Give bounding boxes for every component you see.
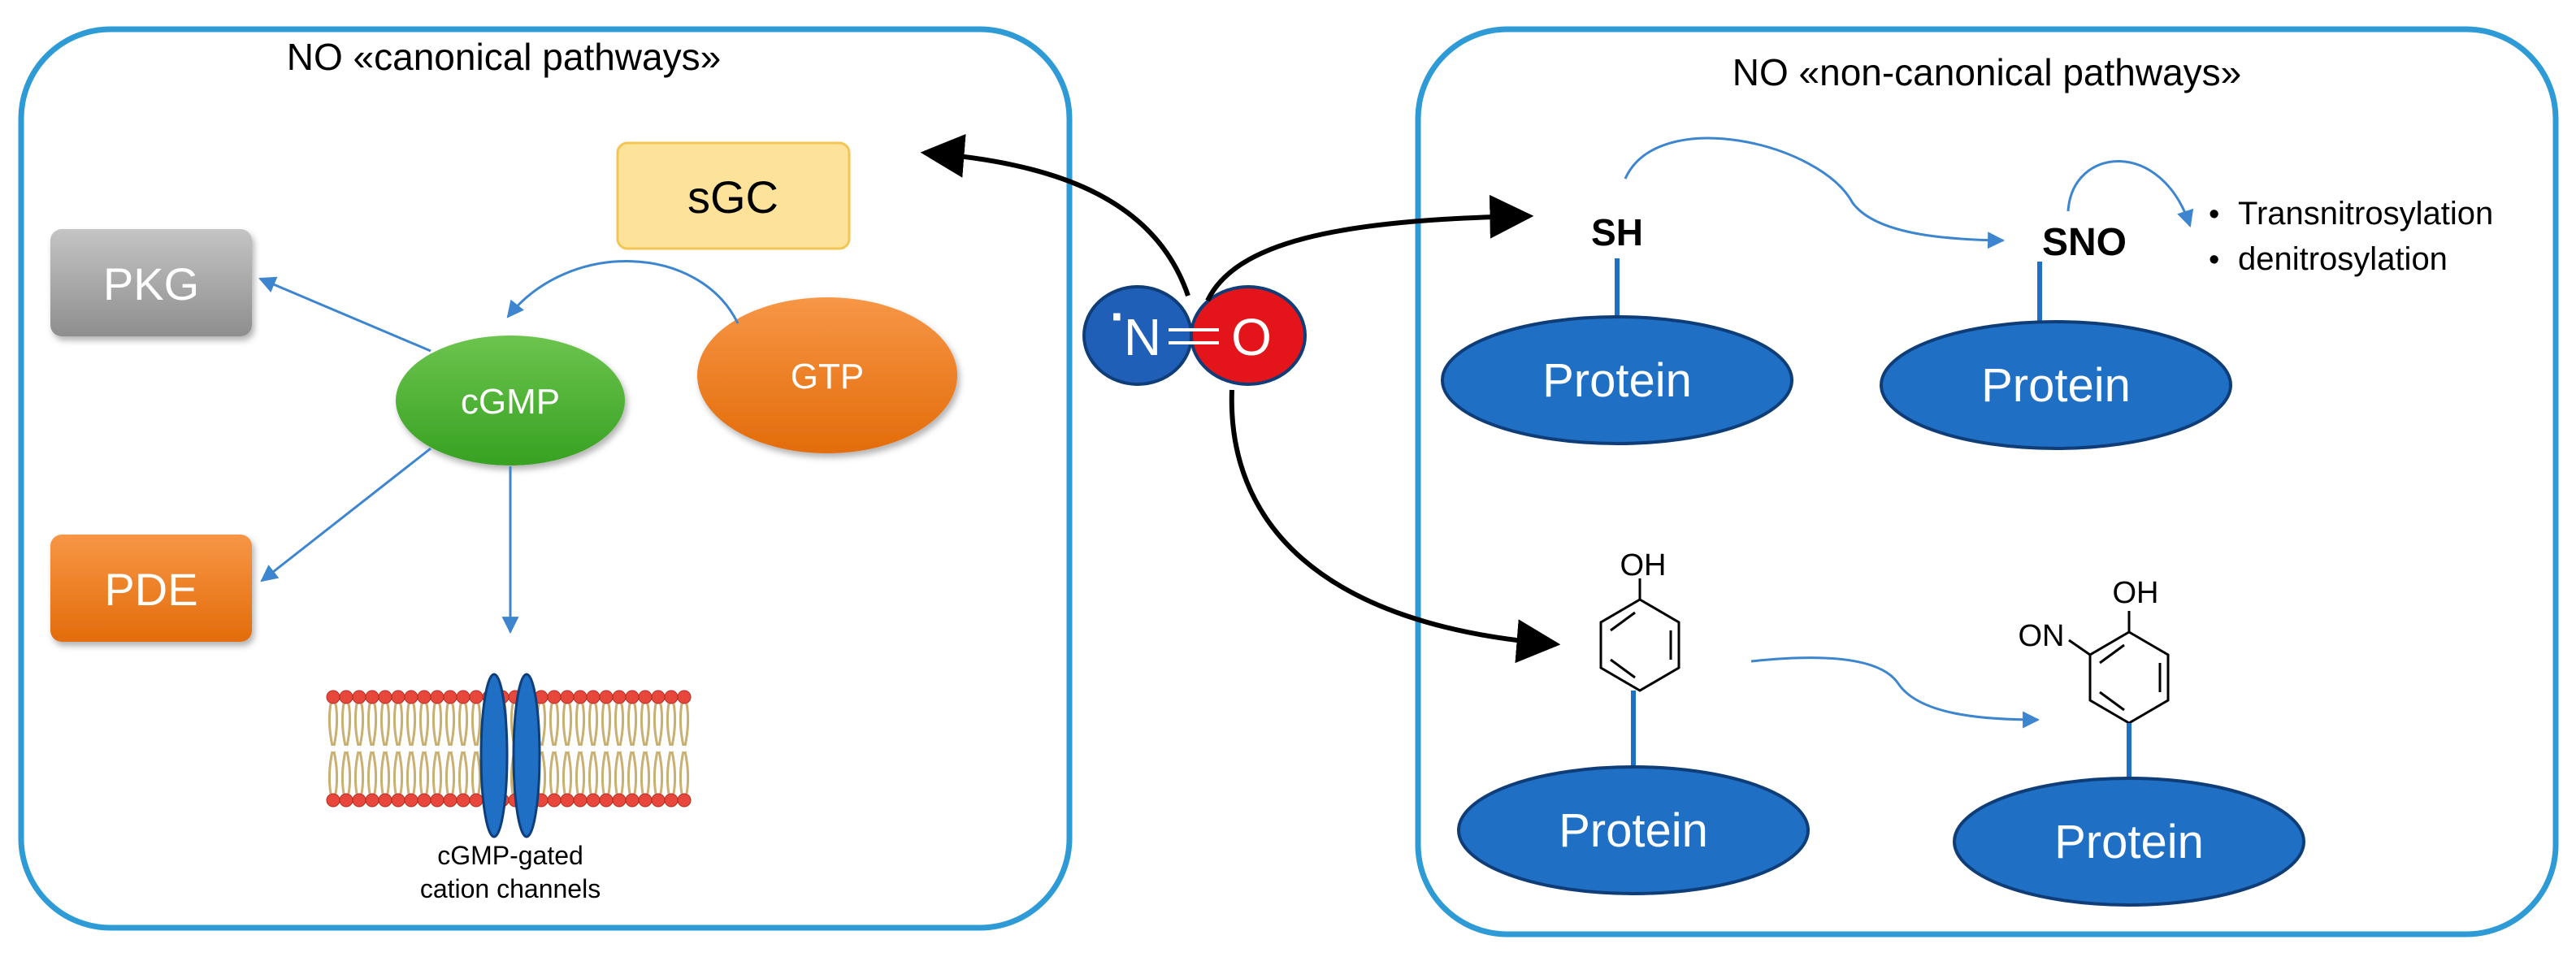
arrow-gtp-to-cgmp: [506, 260, 739, 324]
arrow-cgmp-to-pkg: [258, 276, 432, 353]
cgmp-label: cGMP: [461, 382, 560, 422]
phenol-ring: [1599, 578, 1680, 692]
oh-label-2: OH: [2113, 576, 2159, 610]
protein-sh: Protein SH: [1441, 211, 1793, 445]
channel-label-line2: cation channels: [420, 874, 601, 903]
pde-label: PDE: [104, 564, 197, 615]
oxygen-atom: [1190, 285, 1307, 386]
arrow-sh-to-sno: [1624, 136, 2006, 249]
radical-dot: ·: [1110, 289, 1126, 344]
sh-label: SH: [1591, 211, 1643, 253]
protein-sh-label: Protein: [1542, 354, 1692, 407]
outcome-denitrosylation: denitrosylation: [2238, 241, 2448, 277]
non-canonical-title: NO «non-canonical pathways»: [1733, 51, 2241, 93]
non-canonical-panel: [1415, 26, 2559, 938]
protein-sno: Protein SNO: [1880, 221, 2232, 450]
gtp-node: GTP: [697, 297, 957, 453]
arrow-tyrosine-to-nitrotyrosine: [1750, 656, 2040, 729]
pkg-node: PKG: [50, 229, 252, 336]
protein-nitrotyrosine-label: Protein: [2054, 816, 2204, 868]
arrow-no-to-tyrosine: [1229, 389, 1561, 664]
sgc-label: sGC: [687, 171, 778, 223]
oxygen-label: O: [1231, 308, 1272, 366]
arrow-no-to-thiol: [1205, 194, 1534, 302]
canonical-title: NO «canonical pathways»: [287, 36, 721, 78]
canonical-panel: [18, 26, 1073, 931]
protein-tyrosine-label: Protein: [1559, 804, 1708, 857]
outcome-transnitrosylation: Transnitrosylation: [2238, 196, 2493, 232]
cation-channel: [479, 673, 541, 838]
arrow-no-to-canonical: [920, 133, 1190, 297]
protein-sno-label: Protein: [1981, 359, 2131, 412]
oh-label-1: OH: [1620, 548, 1667, 582]
on-label: ON: [2019, 619, 2065, 653]
outcome-bullet-2: •: [2209, 243, 2219, 277]
sno-label: SNO: [2042, 221, 2127, 264]
protein-nitrotyrosine: OH ON Protein: [1953, 576, 2305, 907]
nitric-oxide-molecule: · N O: [1082, 285, 1307, 386]
protein-tyrosine: OH Protein: [1457, 548, 1810, 895]
pde-node: PDE: [50, 535, 252, 642]
cgmp-node: cGMP: [396, 336, 625, 466]
channel-label-line1: cGMP-gated: [437, 841, 583, 870]
pkg-label: PKG: [103, 258, 199, 310]
nitrogen-label: N: [1124, 308, 1161, 366]
outcome-bullet-1: •: [2209, 197, 2219, 232]
arrow-sno-to-outcomes: [2066, 160, 2194, 227]
sgc-node: sGC: [616, 141, 851, 250]
arrow-cgmp-to-pde: [260, 447, 432, 582]
gtp-label: GTP: [791, 357, 864, 396]
